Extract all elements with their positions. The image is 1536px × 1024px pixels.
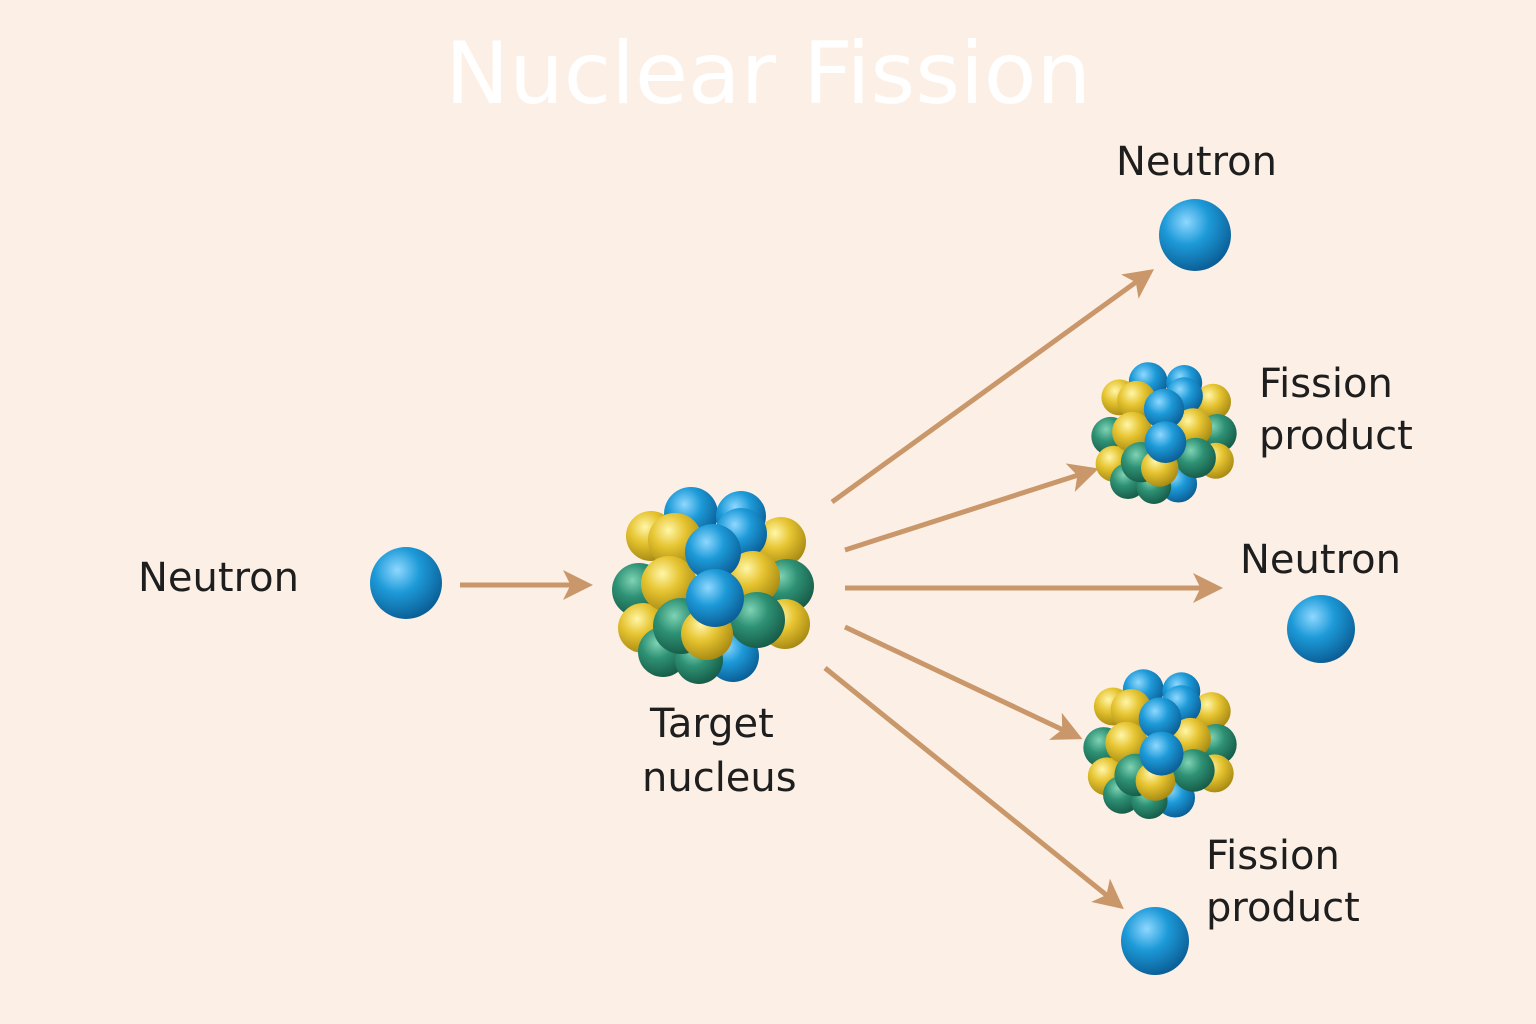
- nucleon: [729, 592, 785, 648]
- nucleon: [756, 517, 806, 567]
- nucleon: [686, 569, 744, 627]
- nucleon: [1138, 697, 1182, 740]
- label-target-nucleus-line2: nucleus: [642, 755, 797, 801]
- label-target-nucleus-line1: Target: [650, 701, 774, 747]
- nucleon: [1172, 749, 1215, 792]
- label-neutron-top: Neutron: [1116, 139, 1277, 185]
- label-fission-product-lower-line2: product: [1206, 885, 1360, 931]
- arrow-to-fission-product-lower: [843, 624, 1083, 740]
- nucleon: [641, 556, 697, 612]
- label-fission-product-upper-line2: product: [1259, 413, 1413, 459]
- diagram-title: Nuclear Fission: [444, 24, 1092, 124]
- neutron-middle: [1287, 595, 1355, 663]
- nucleon: [1143, 388, 1185, 430]
- label-incoming-neutron: Neutron: [138, 555, 299, 601]
- label-neutron-middle: Neutron: [1240, 537, 1401, 583]
- fission-product-upper: [1091, 362, 1237, 505]
- nucleon: [1195, 383, 1231, 420]
- arrow-to-fission-product-upper: [844, 463, 1099, 553]
- neutron-bottom: [1121, 907, 1189, 975]
- nucleon: [1175, 437, 1216, 479]
- target-nucleus: [612, 487, 814, 684]
- nucleon: [685, 524, 741, 580]
- label-fission-product-upper-line1: Fission: [1259, 361, 1393, 407]
- nucleon: [1139, 731, 1184, 776]
- nucleon: [1105, 721, 1148, 765]
- neutron-incoming: [370, 547, 442, 619]
- nucleon: [1144, 421, 1187, 463]
- arrow-to-bottom-particle: [823, 666, 1124, 910]
- neutron-top: [1159, 199, 1231, 271]
- arrows-group: [460, 269, 1223, 910]
- label-fission-product-lower-line1: Fission: [1206, 833, 1340, 879]
- arrow-to-neutron-top: [830, 269, 1155, 505]
- nucleon: [1192, 692, 1231, 731]
- fission-product-lower: [1083, 669, 1237, 819]
